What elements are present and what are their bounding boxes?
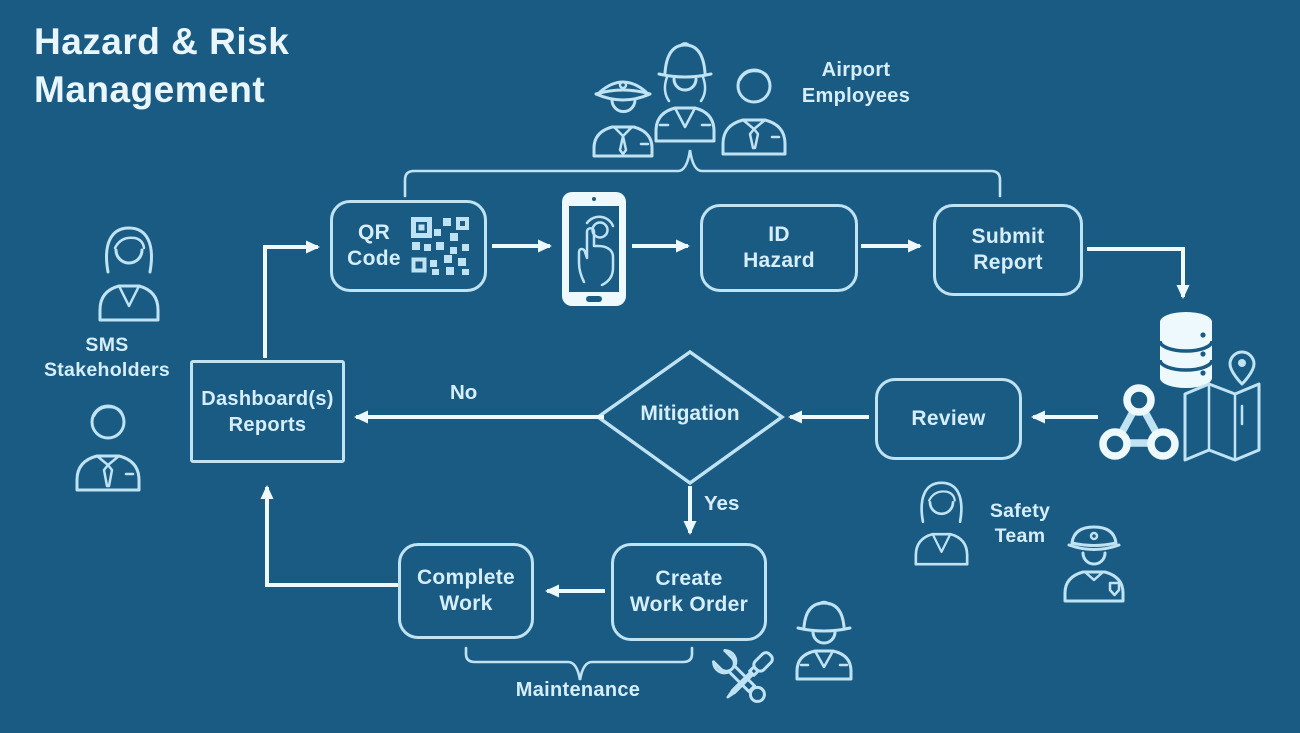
safety-woman-icon bbox=[914, 481, 969, 566]
webhook-icon bbox=[1099, 384, 1179, 460]
node-review: Review bbox=[875, 378, 1022, 460]
dashboard-line2: Reports bbox=[228, 413, 307, 436]
id-hazard-line1: ID bbox=[768, 223, 790, 246]
sms-stakeholders-label: SMS Stakeholders bbox=[27, 333, 187, 383]
node-id-hazard: ID Hazard bbox=[700, 204, 858, 292]
edge-label-yes: Yes bbox=[704, 492, 740, 515]
airport-employees-label: Airport Employees bbox=[776, 57, 936, 109]
edge-label-no: No bbox=[450, 381, 478, 404]
page-title: Hazard & Risk Management bbox=[34, 18, 289, 114]
male-employee-icon bbox=[721, 68, 787, 156]
node-create-work-order: Create Work Order bbox=[611, 543, 767, 641]
airport-label-line2: Employees bbox=[801, 85, 911, 107]
edge-complete-to-dashboard bbox=[260, 485, 398, 587]
node-dashboard-reports: Dashboard(s) Reports bbox=[190, 360, 345, 463]
node-submit-report: Submit Report bbox=[933, 204, 1083, 296]
mitigation-label: Mitigation bbox=[640, 402, 740, 425]
id-hazard-line2: Hazard bbox=[743, 249, 815, 272]
safety-team-label: Safety Team bbox=[960, 499, 1080, 549]
title-line-2: Management bbox=[34, 69, 266, 110]
safety-label-line2: Team bbox=[994, 525, 1046, 547]
female-worker-icon bbox=[654, 42, 716, 143]
sms-label-line1: SMS bbox=[85, 334, 129, 356]
node-qr-code: QR Code bbox=[330, 200, 487, 292]
qr-label-line1: QR bbox=[357, 221, 391, 244]
submit-report-line2: Report bbox=[973, 251, 1043, 274]
mitigation-diamond bbox=[595, 349, 785, 486]
database-icon bbox=[1158, 312, 1214, 388]
tools-icon bbox=[712, 649, 774, 703]
create-work-order-line1: Create bbox=[655, 567, 723, 590]
submit-report-line1: Submit bbox=[971, 225, 1045, 248]
complete-work-line2: Work bbox=[439, 592, 493, 615]
qr-code-icon bbox=[410, 217, 469, 275]
complete-work-line1: Complete bbox=[416, 566, 516, 589]
edge-submit-to-database bbox=[1087, 247, 1190, 299]
sms-label-line2: Stakeholders bbox=[43, 359, 171, 381]
businesswoman-icon bbox=[98, 226, 160, 322]
node-complete-work: Complete Work bbox=[398, 543, 534, 639]
police-officer-icon bbox=[1063, 525, 1125, 603]
dashboard-line1: Dashboard(s) bbox=[201, 387, 334, 410]
airport-employees-brace bbox=[403, 149, 1002, 198]
qr-code-label: QR Code bbox=[347, 220, 401, 272]
safety-label-line1: Safety bbox=[989, 500, 1051, 522]
maintenance-label: Maintenance bbox=[515, 679, 641, 701]
maintenance-worker-icon bbox=[795, 600, 853, 681]
title-line-1: Hazard & Risk bbox=[34, 21, 290, 62]
phone-tap-icon bbox=[562, 192, 626, 306]
edge-dashboard-to-qr bbox=[263, 240, 320, 358]
airport-label-line1: Airport bbox=[821, 59, 891, 81]
qr-label-line2: Code bbox=[347, 247, 401, 270]
map-pin-icon bbox=[1183, 350, 1261, 462]
create-work-order-line2: Work Order bbox=[629, 593, 749, 616]
businessman-icon bbox=[75, 404, 141, 492]
review-label: Review bbox=[911, 407, 986, 430]
pilot-icon bbox=[592, 80, 654, 158]
maintenance-brace bbox=[464, 646, 694, 681]
